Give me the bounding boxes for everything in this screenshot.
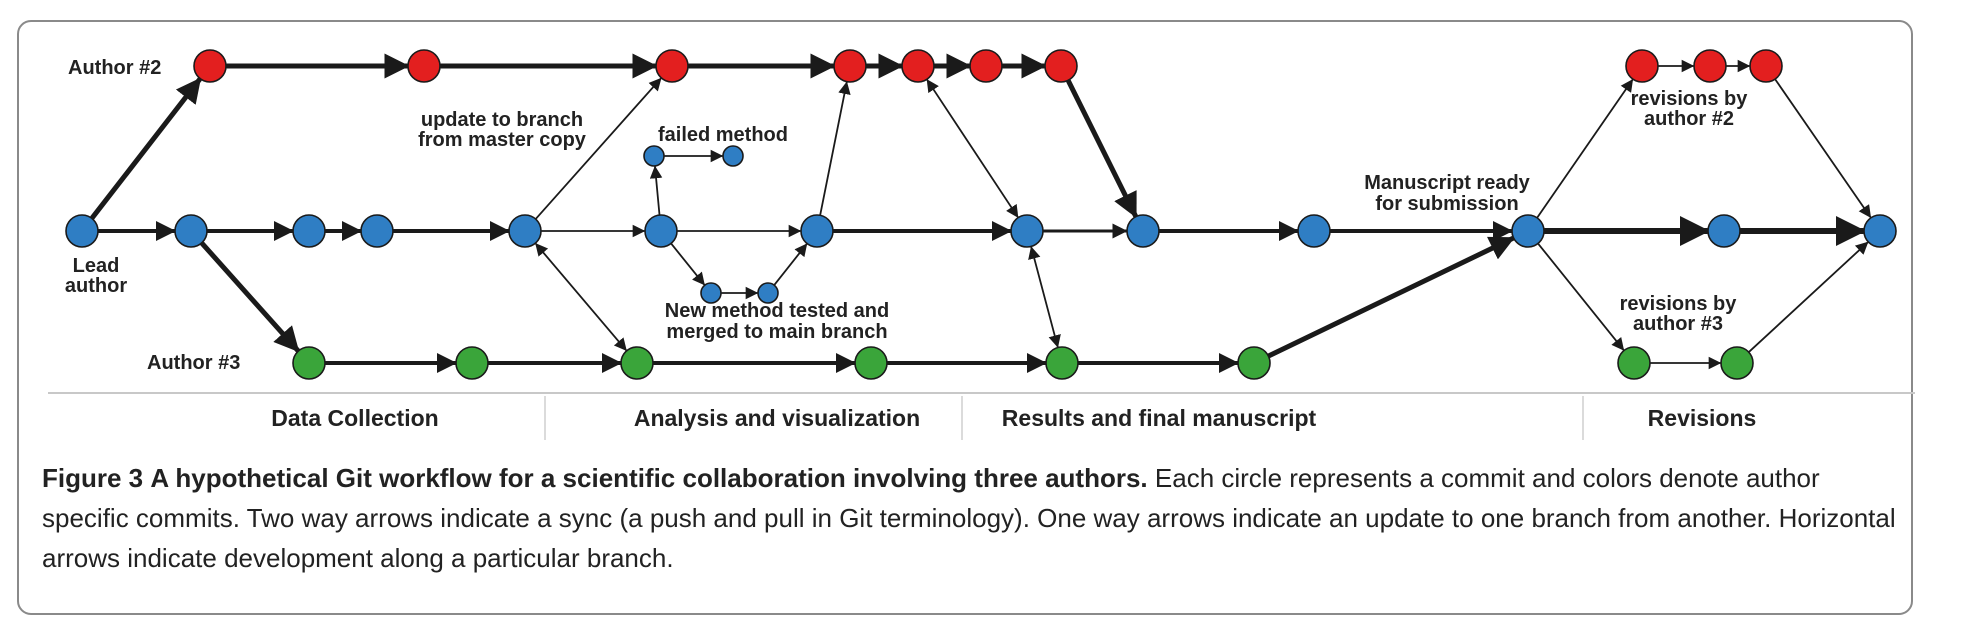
lead-author-label-line2: author bbox=[65, 275, 127, 297]
author2-label: Author #2 bbox=[68, 57, 161, 79]
lead-commit bbox=[292, 214, 326, 248]
sync-arrow bbox=[535, 243, 627, 351]
lead-commit bbox=[1297, 214, 1331, 248]
lead-commit bbox=[722, 145, 744, 167]
commit-nodes bbox=[65, 49, 1897, 380]
author3-commit bbox=[1617, 346, 1651, 380]
update-branch-label-line2: from master copy bbox=[418, 129, 587, 151]
new-method-label-line2: merged to main branch bbox=[666, 321, 887, 343]
phase-label-data-collection: Data Collection bbox=[271, 405, 438, 431]
update-arrow bbox=[1774, 79, 1872, 219]
revisions-author3-label-line1: revisions by bbox=[1620, 293, 1738, 315]
phase-label-results: Results and final manuscript bbox=[1002, 405, 1317, 431]
author3-commit bbox=[620, 346, 654, 380]
update-arrow bbox=[670, 243, 705, 286]
update-arrow bbox=[649, 165, 663, 215]
lead-author-label-line1: Lead bbox=[73, 255, 120, 277]
update-arrow bbox=[1537, 243, 1625, 351]
manuscript-ready-label-line2: for submission bbox=[1375, 193, 1518, 215]
sync-arrow bbox=[1028, 246, 1061, 348]
lead-commit bbox=[1707, 214, 1741, 248]
author3-label: Author #3 bbox=[147, 352, 240, 374]
phase-label-revisions: Revisions bbox=[1648, 405, 1757, 431]
author3-commit bbox=[854, 346, 888, 380]
update-arrow bbox=[1536, 78, 1634, 218]
lead-commit bbox=[508, 214, 542, 248]
figure-frame bbox=[17, 20, 1913, 615]
lead-commit bbox=[643, 145, 665, 167]
author2-commit bbox=[193, 49, 227, 83]
lead-commit bbox=[800, 214, 834, 248]
author3-commit bbox=[455, 346, 489, 380]
failed-method-label: failed method bbox=[658, 124, 788, 146]
author2-commit bbox=[1749, 49, 1783, 83]
lead-commit bbox=[644, 214, 678, 248]
lead-commit bbox=[174, 214, 208, 248]
update-arrow bbox=[535, 77, 662, 220]
update-arrow bbox=[89, 76, 203, 221]
author2-commit bbox=[833, 49, 867, 83]
update-arrow bbox=[773, 243, 808, 286]
author2-commit bbox=[969, 49, 1003, 83]
phase-label-analysis: Analysis and visualization bbox=[634, 405, 920, 431]
update-arrow bbox=[1748, 241, 1869, 353]
lead-commit bbox=[1863, 214, 1897, 248]
author2-commit bbox=[1044, 49, 1078, 83]
update-arrow bbox=[1066, 78, 1138, 219]
author2-commit bbox=[1625, 49, 1659, 83]
author2-commit bbox=[407, 49, 441, 83]
figure-caption: Figure 3 A hypothetical Git workflow for… bbox=[42, 458, 1902, 578]
revisions-author3-label-line2: author #3 bbox=[1633, 313, 1723, 335]
lead-commit bbox=[700, 282, 722, 304]
figure-label: Figure 3 bbox=[42, 463, 144, 493]
sync-arrow bbox=[926, 79, 1019, 218]
lead-commit bbox=[757, 282, 779, 304]
lead-commit bbox=[1126, 214, 1160, 248]
git-workflow-diagram: Data Collection Analysis and visualizati… bbox=[48, 49, 1915, 440]
lead-commit bbox=[1010, 214, 1044, 248]
author2-commit bbox=[655, 49, 689, 83]
commit-edges bbox=[89, 53, 1872, 373]
lead-commit bbox=[65, 214, 99, 248]
author2-commit bbox=[1693, 49, 1727, 83]
update-arrow bbox=[819, 81, 851, 216]
author2-commit bbox=[901, 49, 935, 83]
manuscript-ready-label-line1: Manuscript ready bbox=[1364, 172, 1530, 194]
lead-commit bbox=[360, 214, 394, 248]
update-branch-label-line1: update to branch bbox=[421, 109, 583, 131]
revisions-author2-label-line2: author #2 bbox=[1644, 108, 1734, 130]
author3-commit bbox=[1045, 346, 1079, 380]
lead-commit bbox=[1511, 214, 1545, 248]
caption-body: Each circle represents a commit and colo… bbox=[42, 463, 1896, 573]
author3-commit bbox=[292, 346, 326, 380]
author3-commit bbox=[1237, 346, 1271, 380]
figure-title: A hypothetical Git workflow for a scient… bbox=[150, 463, 1148, 493]
author3-commit bbox=[1720, 346, 1754, 380]
update-arrow bbox=[1266, 235, 1516, 359]
revisions-author2-label-line1: revisions by bbox=[1631, 88, 1749, 110]
new-method-label-line1: New method tested and bbox=[665, 300, 889, 322]
update-arrow bbox=[199, 241, 301, 353]
